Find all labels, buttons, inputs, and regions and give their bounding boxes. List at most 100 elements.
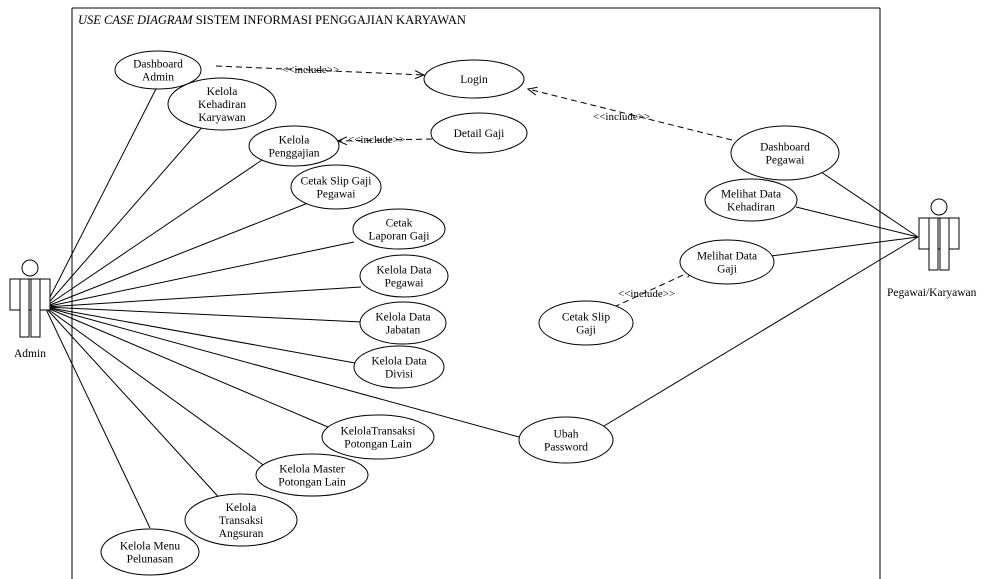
use-case-label-line: Laporan Gaji — [369, 231, 430, 243]
include-detail-gaji-kelola-penggajian — [338, 139, 433, 141]
use-case-ellipse — [321, 414, 435, 460]
use-case-label-line: Dashboard — [133, 59, 183, 71]
use-case-label-line: Kelola Menu — [120, 541, 181, 553]
use-case-label: Detail Gaji — [454, 128, 505, 140]
use-case-ellipse — [184, 493, 298, 547]
include-dashboard-admin-login — [215, 65, 424, 75]
use-case-label-line: Melihat Data — [721, 189, 781, 201]
use-case-label-line: Login — [460, 74, 488, 86]
use-case-label-line: Detail Gaji — [454, 128, 505, 140]
use-case-label-line: Kelola — [207, 86, 238, 98]
use-case-label-line: Kelola Master — [279, 464, 345, 476]
use-case-ellipse — [518, 416, 614, 464]
use-case-label-line: Kehadiran — [198, 99, 246, 111]
pegawai-stick-figure-icon — [918, 198, 960, 271]
admin-actor[interactable]: Admin — [9, 259, 51, 360]
use-case-label-line: Jabatan — [386, 325, 421, 337]
include-label-1: <<include>> — [282, 64, 339, 76]
use-case-label-line: Potongan Lain — [344, 439, 412, 451]
use-case-ellipse — [679, 239, 775, 285]
use-case-label-line: Cetak Slip — [562, 312, 610, 324]
use-case-label-line: Gaji — [576, 325, 596, 337]
use-case-label-line: Password — [544, 442, 588, 454]
use-case-label-line: Potongan Lain — [278, 477, 346, 489]
use-case-ellipse — [255, 453, 369, 497]
pegawai-associations — [593, 169, 919, 433]
use-case-label-line: Pelunasan — [127, 554, 174, 566]
use-case-label-line: Kelola — [279, 135, 310, 147]
admin-label: Admin — [14, 348, 46, 360]
system-boundary: USE CASE DIAGRAM SISTEM INFORMASI PENGGA… — [71, 7, 881, 579]
include-label-3: <<include>> — [348, 134, 405, 146]
use-case-label-line: Admin — [142, 72, 174, 84]
include-dashboard-pegawai-login — [528, 89, 733, 141]
use-case-label-line: Angsuran — [219, 528, 264, 540]
use-case-label: Login — [460, 74, 488, 86]
use-case-label-line: Kelola Data — [376, 265, 431, 277]
use-case-ellipse — [248, 125, 340, 167]
use-case-label-line: Gaji — [717, 264, 737, 276]
use-case-ellipse — [352, 208, 446, 250]
use-case-detail-gaji[interactable]: Detail Gaji — [430, 112, 528, 154]
use-case-login[interactable]: Login — [423, 59, 525, 99]
use-case-ellipse — [359, 301, 447, 345]
use-case-label-line: KelolaTransaksi — [341, 426, 416, 438]
include-label-4: <<include>> — [618, 288, 675, 300]
diagram-title: USE CASE DIAGRAM SISTEM INFORMASI PENGGA… — [78, 13, 466, 27]
use-case-label-line: Pegawai — [317, 189, 356, 201]
use-case-ellipse — [730, 125, 840, 181]
include-relations: <<include>> <<include>> <<include>> <<in… — [215, 64, 733, 308]
diagram-title-italic: USE CASE DIAGRAM — [78, 13, 193, 27]
use-case-label-line: Kelola — [226, 502, 257, 514]
use-case-label-line: Transaksi — [219, 515, 263, 527]
use-case-label-line: Pegawai — [385, 278, 424, 290]
use-case-label-line: Cetak — [386, 218, 413, 230]
use-case-label-line: Kehadiran — [727, 202, 775, 214]
include-cetak-slip-melihat-gaji — [613, 270, 694, 308]
pegawai-actor[interactable]: Pegawai/Karyawan — [887, 198, 977, 299]
use-case-label-line: Dashboard — [760, 142, 810, 154]
use-case-ellipse — [430, 112, 528, 154]
use-case-label-line: Pegawai — [766, 155, 805, 167]
use-case-ellipse — [538, 300, 634, 346]
use-case-ellipse — [704, 178, 798, 222]
use-case-ellipse — [353, 345, 445, 389]
use-case-label-line: Karyawan — [198, 112, 246, 124]
use-case-label-line: Kelola Data — [371, 356, 426, 368]
use-case-label-line: Melihat Data — [697, 251, 757, 263]
use-case-label-line: Cetak Slip Gaji — [301, 176, 372, 188]
admin-associations — [44, 84, 520, 529]
use-case-label-line: Ubah — [554, 429, 579, 441]
